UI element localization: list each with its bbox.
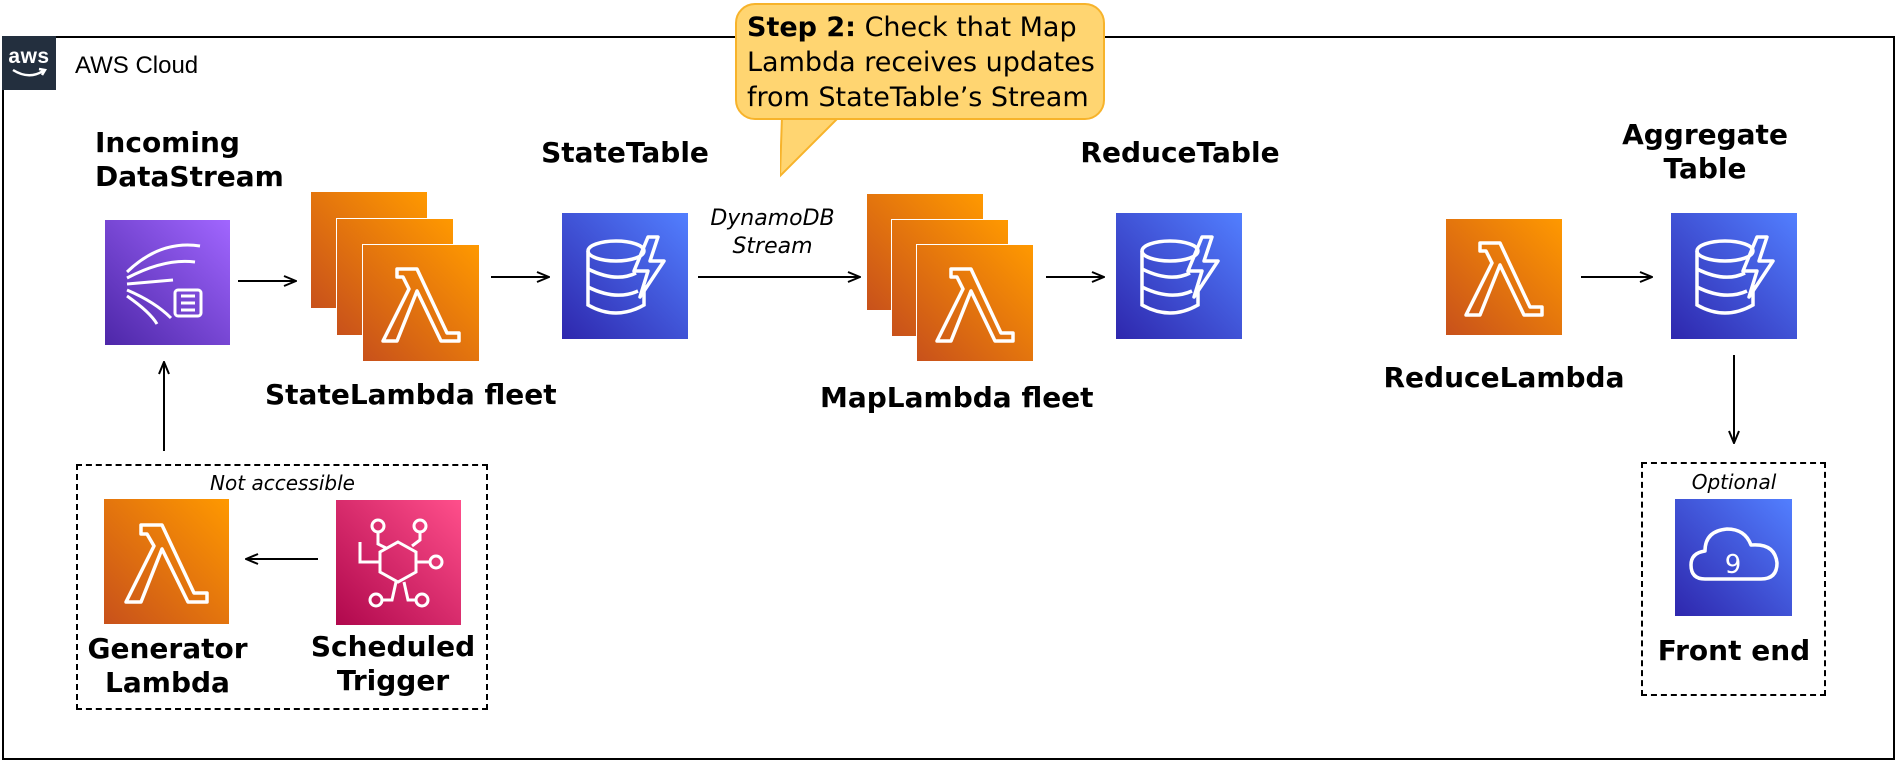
incoming-datastream-label: Incoming DataStream <box>95 126 284 193</box>
not-accessible-group <box>76 464 488 710</box>
aws-logo-icon: aws <box>2 36 56 90</box>
callout-pointer <box>780 116 842 178</box>
callout-text: Step 2: Check that Map Lambda receives u… <box>747 10 1097 115</box>
lambda-icon <box>104 499 229 624</box>
step-callout: Step 2: Check that Map Lambda receives u… <box>735 3 1105 120</box>
optional-group <box>1641 462 1826 696</box>
map-lambda-label: MapLambda fleet <box>820 381 1094 414</box>
dynamodb-icon <box>562 213 688 339</box>
cloud9-icon: 9 <box>1675 499 1792 616</box>
svg-text:9: 9 <box>1725 550 1742 580</box>
eventbridge-icon <box>336 500 461 625</box>
scheduled-trigger-label: Scheduled Trigger <box>310 630 476 697</box>
aws-badge-text: aws <box>8 45 50 68</box>
dynamodb-stream-label: DynamoDB Stream <box>710 206 835 259</box>
aws-cloud-title: AWS Cloud <box>75 52 199 79</box>
state-table-label: StateTable <box>541 136 709 169</box>
optional-label: Optional <box>1691 470 1777 494</box>
front-end-label: Front end <box>1657 634 1811 667</box>
generator-lambda-label: Generator Lambda <box>87 632 248 699</box>
lambda-icon <box>916 244 1034 362</box>
callout-body: Check that Map Lambda receives updates f… <box>747 12 1095 113</box>
dynamodb-icon <box>1671 213 1797 339</box>
reduce-table-label: ReduceTable <box>1080 136 1280 169</box>
lambda-icon <box>1446 219 1562 335</box>
aggregate-table-label: Aggregate Table <box>1622 118 1788 185</box>
callout-step: Step 2: <box>747 12 856 43</box>
kinesis-data-stream-icon <box>105 220 230 345</box>
reduce-lambda-label: ReduceLambda <box>1383 361 1625 394</box>
dynamodb-icon <box>1116 213 1242 339</box>
not-accessible-label: Not accessible <box>210 471 355 495</box>
state-lambda-label: StateLambda fleet <box>265 378 557 411</box>
lambda-icon <box>362 244 480 362</box>
